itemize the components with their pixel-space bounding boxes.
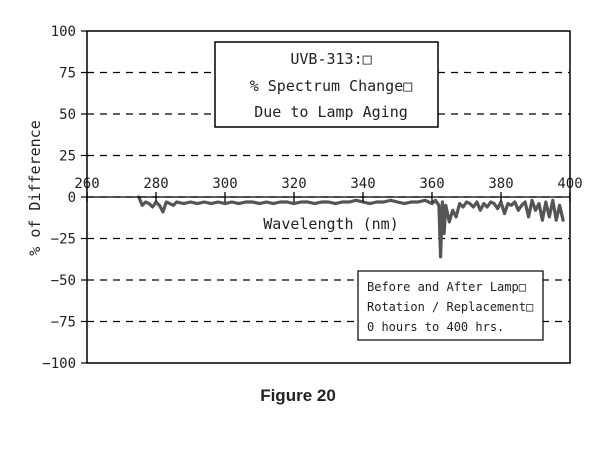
chart-title-line-2: % Spectrum Change□	[250, 77, 413, 95]
note-line-3: 0 hours to 400 hrs.	[367, 320, 504, 334]
x-tick-label: 300	[212, 176, 237, 192]
plot-frame	[86, 30, 571, 364]
figure-caption: Figure 20	[260, 386, 336, 405]
x-axis-label: Wavelength (nm)	[263, 215, 398, 233]
y-tick-label: −100	[42, 356, 76, 372]
y-tick-label: 25	[59, 149, 76, 165]
y-tick-label: −75	[51, 315, 76, 331]
x-tick-label: 320	[281, 176, 306, 192]
y-tick-label: −50	[51, 273, 76, 289]
y-tick-label: 50	[59, 107, 76, 123]
y-tick-label: 100	[51, 24, 76, 40]
x-tick-label: 280	[143, 176, 168, 192]
x-tick-label: 340	[350, 176, 375, 192]
y-tick-label: −25	[51, 232, 76, 248]
y-tick-label: 75	[59, 66, 76, 82]
note-line-1: Before and After Lamp□	[367, 280, 526, 294]
chart-title-line-3: Due to Lamp Aging	[254, 103, 408, 121]
y-axis-label: % of Difference	[26, 120, 44, 255]
title-box: UVB-313:□ % Spectrum Change□ Due to Lamp…	[214, 41, 439, 128]
chart-title-line-1: UVB-313:□	[290, 50, 371, 68]
series-layer	[137, 195, 565, 259]
note-line-2: Rotation / Replacement□	[367, 300, 533, 314]
x-tick-label: 360	[419, 176, 444, 192]
x-tick-label: 380	[488, 176, 513, 192]
y-tick-label: 0	[68, 190, 76, 206]
series-line	[137, 195, 565, 259]
note-box: Before and After Lamp□ Rotation / Replac…	[357, 270, 544, 341]
